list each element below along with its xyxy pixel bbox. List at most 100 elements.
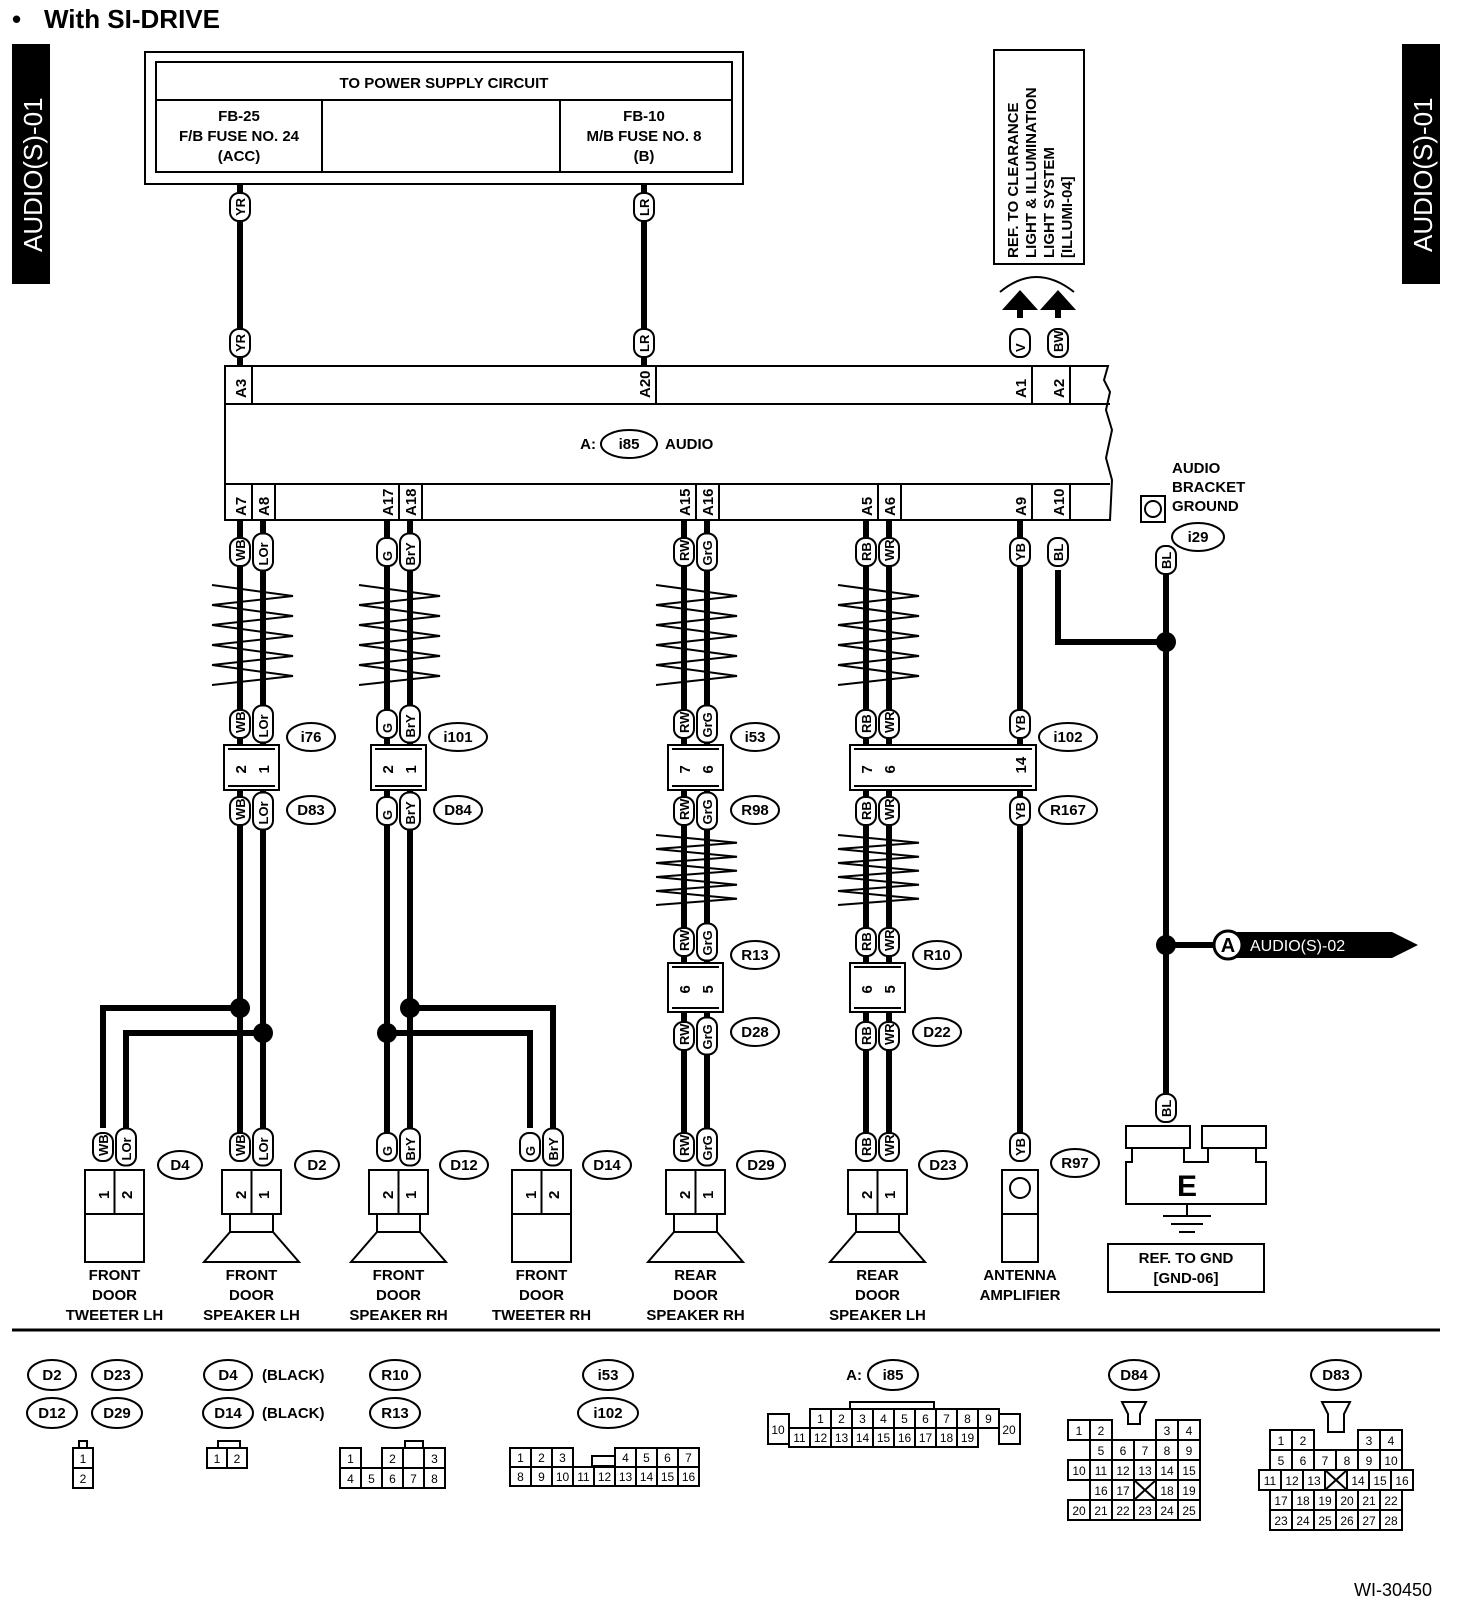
- svg-text:1: 1: [403, 1191, 420, 1199]
- connector-id-text: i102: [1053, 729, 1082, 746]
- joint-pin-number: 5: [882, 985, 899, 993]
- svg-text:4: 4: [1388, 1434, 1395, 1448]
- wire-color-text: G: [380, 723, 395, 733]
- legend-connector-text: D83: [1322, 1367, 1350, 1384]
- pin-label: A17: [380, 488, 397, 516]
- connector-id-badge: [730, 722, 780, 752]
- device-name-line: SPEAKER LH: [203, 1307, 300, 1324]
- arrow-up-icon: [1040, 290, 1076, 310]
- wire-color-label: [229, 537, 251, 567]
- pin-label: A15: [677, 488, 694, 516]
- device-name-line: FRONT: [373, 1267, 425, 1284]
- wire-color-text: RB: [859, 932, 874, 951]
- svg-text:17: 17: [1116, 1484, 1130, 1498]
- svg-text:18: 18: [1160, 1484, 1174, 1498]
- wire-color-label: [633, 192, 655, 222]
- wire-color-text: YB: [1013, 543, 1028, 561]
- legend-cell: [998, 1413, 1021, 1445]
- svg-text:1: 1: [517, 1451, 524, 1465]
- legend-cell-text: 10: [771, 1423, 785, 1437]
- pin-label: A8: [256, 497, 273, 516]
- legend-connector-badge: [91, 1397, 143, 1429]
- wire-color-label: [855, 1132, 877, 1162]
- wire-color-label: [252, 532, 274, 572]
- wire-color-label: [376, 1132, 398, 1162]
- connector-id-badge: [286, 722, 336, 752]
- audio-prefix: A:: [580, 436, 596, 453]
- connector-id-badge: [433, 795, 483, 825]
- device-name-line: DOOR: [376, 1287, 421, 1304]
- ground-label-1: AUDIO: [1172, 460, 1221, 477]
- wire-color-label: [1009, 1132, 1031, 1162]
- joint-pin-number: 7: [859, 765, 876, 773]
- joint-connector: [667, 744, 724, 791]
- device-name-line: SPEAKER LH: [829, 1307, 926, 1324]
- svg-text:6: 6: [922, 1412, 929, 1426]
- ref-illum-2: LIGHT & ILLUMINATION: [1023, 87, 1040, 258]
- wire-color-text: RB: [859, 1137, 874, 1156]
- svg-text:7: 7: [410, 1472, 417, 1486]
- connector-id-badge: [1038, 722, 1098, 752]
- connector-id-badge: [736, 1150, 786, 1180]
- legend-connector-text: D23: [103, 1367, 131, 1384]
- svg-text:1: 1: [1278, 1434, 1285, 1448]
- svg-text:13: 13: [835, 1431, 849, 1445]
- svg-text:3: 3: [859, 1412, 866, 1426]
- wire-color-text: WR: [882, 711, 897, 733]
- svg-text:8: 8: [1164, 1444, 1171, 1458]
- wire-color-text: V: [1013, 343, 1028, 352]
- device-name-line: FRONT: [226, 1267, 278, 1284]
- wire-color-label: [696, 1127, 718, 1167]
- svg-text:13: 13: [619, 1470, 633, 1484]
- svg-text:12: 12: [1116, 1464, 1130, 1478]
- svg-text:7: 7: [685, 1451, 692, 1465]
- svg-text:10: 10: [1072, 1464, 1086, 1478]
- legend-connector-badge: [91, 1359, 143, 1391]
- connector-id-text: R97: [1061, 1155, 1089, 1172]
- wire-color-text: RB: [859, 542, 874, 561]
- svg-text:21: 21: [1094, 1504, 1108, 1518]
- svg-text:7: 7: [1142, 1444, 1149, 1458]
- svg-text:2: 2: [1098, 1424, 1105, 1438]
- svg-text:1: 1: [80, 1452, 87, 1466]
- connector-id-text: D29: [747, 1157, 775, 1174]
- legend-connector-text: D2: [42, 1367, 61, 1384]
- joint-connector: [667, 962, 724, 1013]
- svg-text:8: 8: [964, 1412, 971, 1426]
- connector-id-badge: [157, 1150, 203, 1180]
- diagram-title: With SI-DRIVE: [44, 4, 220, 34]
- svg-text:3: 3: [431, 1452, 438, 1466]
- ref-illumination-box: REF. TO CLEARANCE LIGHT & ILLUMINATION L…: [993, 49, 1085, 265]
- wire-color-label: [115, 1127, 137, 1167]
- wire-color-label: [696, 1016, 718, 1056]
- device-name-line: TWEETER RH: [492, 1307, 591, 1324]
- wire-color-label: [673, 537, 695, 567]
- svg-text:13: 13: [1138, 1464, 1152, 1478]
- connector-id-badge: [1050, 1148, 1100, 1178]
- legend-prefix: A:: [846, 1367, 862, 1384]
- device-name-line: REAR: [674, 1267, 717, 1284]
- wire-color-text: LOr: [119, 1137, 134, 1160]
- svg-text:20: 20: [1340, 1494, 1354, 1508]
- svg-text:2: 2: [80, 1472, 87, 1486]
- legend-connector-text: R13: [381, 1405, 409, 1422]
- connector-id-badge: [582, 1150, 632, 1180]
- svg-text:15: 15: [661, 1470, 675, 1484]
- svg-text:8: 8: [1344, 1454, 1351, 1468]
- power-left-1: FB-25: [218, 108, 260, 125]
- svg-text:5: 5: [1278, 1454, 1285, 1468]
- svg-text:9: 9: [985, 1412, 992, 1426]
- wire-color-label: [878, 1021, 900, 1051]
- connector-id-text: D4: [170, 1157, 190, 1174]
- svg-text:13: 13: [1307, 1474, 1321, 1488]
- wire-color-label: [878, 709, 900, 739]
- wire-color-label: [519, 1132, 541, 1162]
